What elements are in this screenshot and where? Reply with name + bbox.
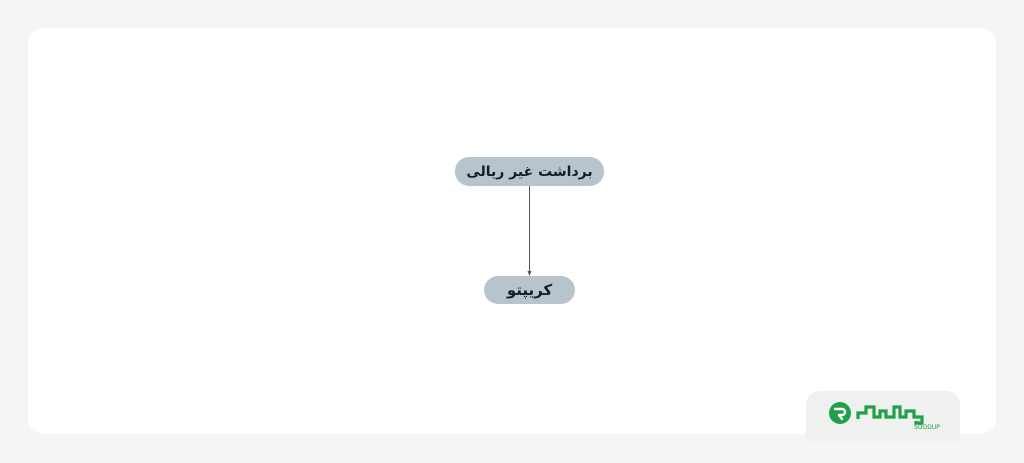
diagram-canvas	[28, 28, 996, 434]
brand-logo: SOODUP	[806, 391, 960, 441]
soodup-logo-icon: SOODUP	[829, 402, 940, 431]
node-label: برداشت غیر ریالی	[466, 163, 593, 180]
node-non-rial-withdrawal[interactable]: برداشت غیر ریالی	[455, 157, 604, 186]
logo-latin-text: SOODUP	[914, 424, 940, 431]
node-label: کریپتو	[506, 281, 553, 299]
node-crypto[interactable]: کریپتو	[484, 276, 575, 304]
